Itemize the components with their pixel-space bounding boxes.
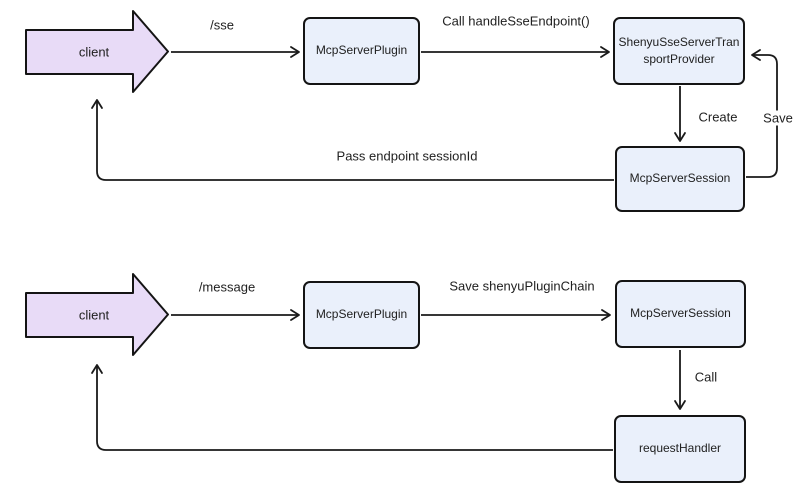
node-label: McpServerPlugin [315,307,408,322]
node-request-handler: requestHandler [614,415,746,483]
node-mcp-server-session-bottom: McpServerSession [615,280,746,348]
node-label: McpServerPlugin [315,43,408,58]
client-label-top: client [78,44,110,60]
node-mcp-server-session-top: McpServerSession [615,146,745,212]
edge-label-message: /message [198,279,256,295]
client-block-arrow-bottom [25,273,169,356]
edge-label-save-chain: Save shenyuPluginChain [449,278,595,294]
edge-label-create: Create [698,109,738,125]
node-label: McpServerSession [630,306,731,321]
edge-label-save: Save [760,110,796,126]
edge-label-pass: Pass endpoint sessionId [336,148,478,164]
node-shenyu-sse-transport-provider: ShenyuSseServerTransportProvider [613,17,745,85]
node-mcp-server-plugin-bottom: McpServerPlugin [303,281,420,349]
node-label: requestHandler [638,441,722,456]
edge-pass-line [91,99,614,181]
client-label-bottom: client [78,307,110,323]
client-block-arrow-top [25,10,169,93]
node-label: ShenyuSseServerTransportProvider [618,34,740,66]
node-label: McpServerSession [629,171,731,186]
edge-return-line [91,364,613,451]
edge-label-call-handle: Call handleSseEndpoint() [442,13,590,29]
edge-label-sse: /sse [210,17,234,33]
edge-label-call: Call [694,369,718,385]
node-mcp-server-plugin-top: McpServerPlugin [303,17,420,85]
